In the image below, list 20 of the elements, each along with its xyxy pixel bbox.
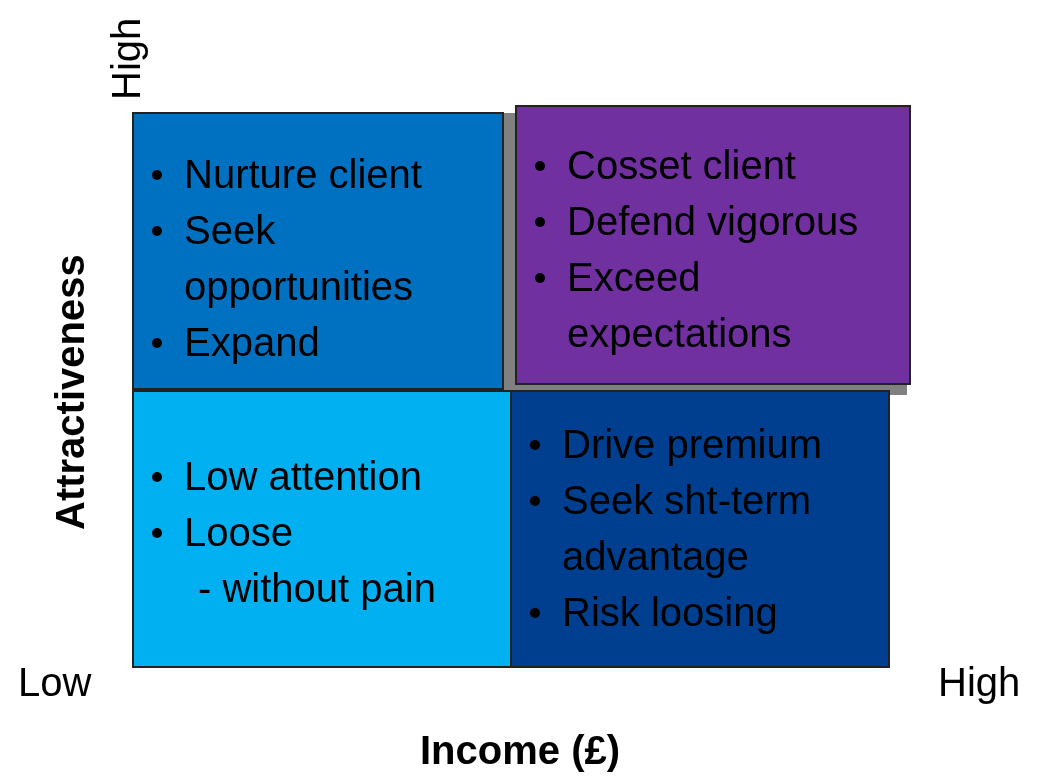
quadrant-box (132, 390, 512, 668)
axis-title: Income (£) (420, 728, 621, 773)
axis-end-label: High (938, 660, 1021, 705)
bullet-item: Risk loosing (512, 584, 888, 640)
quadrant-box (510, 390, 890, 668)
axis-end-label: High (104, 17, 149, 100)
bullet-item: Defend vigorous (517, 193, 909, 249)
bullet-item: Low attention (134, 448, 510, 504)
quadrant-box (515, 105, 911, 385)
bullet-item: Expand (134, 314, 502, 370)
bullet-item: Seek opportunities (134, 202, 502, 314)
axis-title: Attractiveness (48, 254, 93, 530)
axis-end-label: Low (18, 660, 92, 705)
bullet-item: Loose - without pain (134, 504, 510, 616)
bullet-item: Nurture client (134, 146, 502, 202)
quadrant-box (132, 112, 504, 390)
bullet-item: Cosset client (517, 137, 909, 193)
bullet-item: Exceed expectations (517, 249, 909, 361)
bullet-item: Seek sht-term advantage (512, 472, 888, 584)
bullet-item: Drive premium (512, 416, 888, 472)
